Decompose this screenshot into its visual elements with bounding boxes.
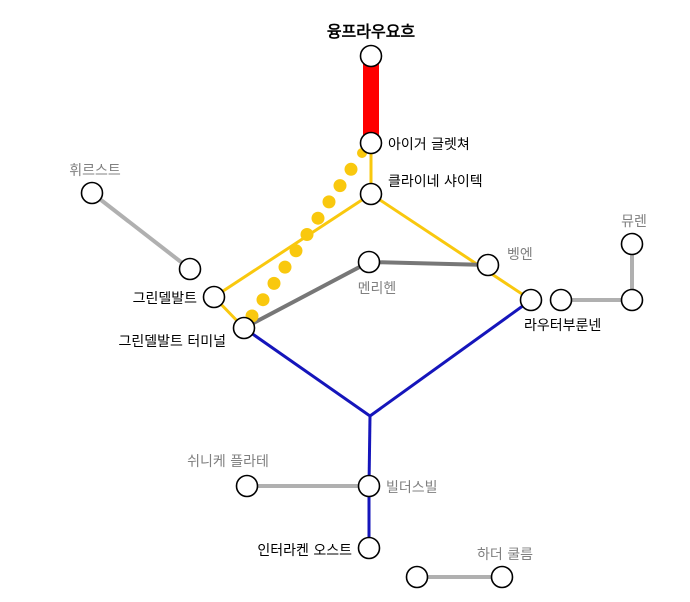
station-yungfrau[interactable] [359, 44, 383, 68]
gondola-dot [256, 293, 270, 307]
station-harder[interactable] [490, 565, 514, 589]
station-labels: 융프라우요흐 아이거 글렛쳐 클라이네 샤이텍 벵엔 라우터부룬넨 뮤렌 그린델… [69, 22, 647, 563]
gondola-dot [289, 244, 303, 258]
label-yungfrau: 융프라우요흐 [327, 22, 416, 41]
label-grindel-terminal: 그린델발트 터미널 [119, 334, 227, 350]
label-interlaken: 인터라켄 오스트 [257, 543, 352, 559]
label-wilderswil: 빌더스빌 [386, 480, 438, 496]
station-schynige[interactable] [235, 474, 259, 498]
label-kleine: 클라이네 샤이텍 [388, 174, 483, 190]
label-eiger: 아이거 글렛쳐 [388, 137, 470, 153]
label-wengen: 벵엔 [507, 247, 533, 263]
label-harder: 하더 쿨름 [477, 547, 533, 563]
station-first-lower[interactable] [178, 257, 202, 281]
label-mannlichen: 멘리헨 [358, 281, 397, 297]
line-mannlichen-wengen [368, 260, 489, 267]
station-lauter[interactable] [519, 288, 543, 312]
gondola-grindel-terminal-mannlichen [243, 260, 370, 330]
station-wengen[interactable] [476, 253, 500, 277]
gondola-dot [333, 179, 347, 193]
label-schynige: 쉬니케 플라테 [187, 454, 269, 470]
label-murren: 뮤렌 [621, 214, 647, 230]
label-first: 휘르스트 [69, 163, 121, 179]
gondola-dot [344, 162, 358, 176]
station-lauter-cable[interactable] [549, 288, 573, 312]
gondola-dot [300, 228, 314, 241]
rail-lines [90, 56, 634, 579]
eiger-express-gondola [245, 148, 367, 323]
line-lauter-junction [369, 298, 532, 418]
station-first[interactable] [80, 181, 104, 205]
gondola-dot [311, 211, 325, 225]
line-junction-wilderswil [367, 415, 372, 487]
station-murren[interactable] [620, 232, 644, 256]
station-grutschalp[interactable] [620, 288, 644, 312]
gondola-dot [278, 260, 292, 274]
line-kleine-lauter [370, 192, 532, 302]
station-grindel[interactable] [202, 285, 226, 309]
line-grindel-terminal-junction [243, 326, 371, 418]
label-lauter: 라우터부룬넨 [524, 318, 601, 334]
station-eiger[interactable] [359, 131, 383, 155]
station-harder-lower[interactable] [405, 565, 429, 589]
gondola-dot [322, 195, 336, 209]
station-grindel-terminal[interactable] [232, 316, 256, 340]
stations [80, 44, 644, 589]
gondola-first-grindel [90, 191, 192, 271]
station-kleine[interactable] [359, 182, 383, 206]
station-mannlichen[interactable] [357, 250, 381, 274]
gondola-dot [267, 276, 281, 290]
station-wilderswil[interactable] [357, 474, 381, 498]
label-grindel: 그린델발트 [133, 291, 198, 307]
station-interlaken[interactable] [357, 536, 381, 560]
